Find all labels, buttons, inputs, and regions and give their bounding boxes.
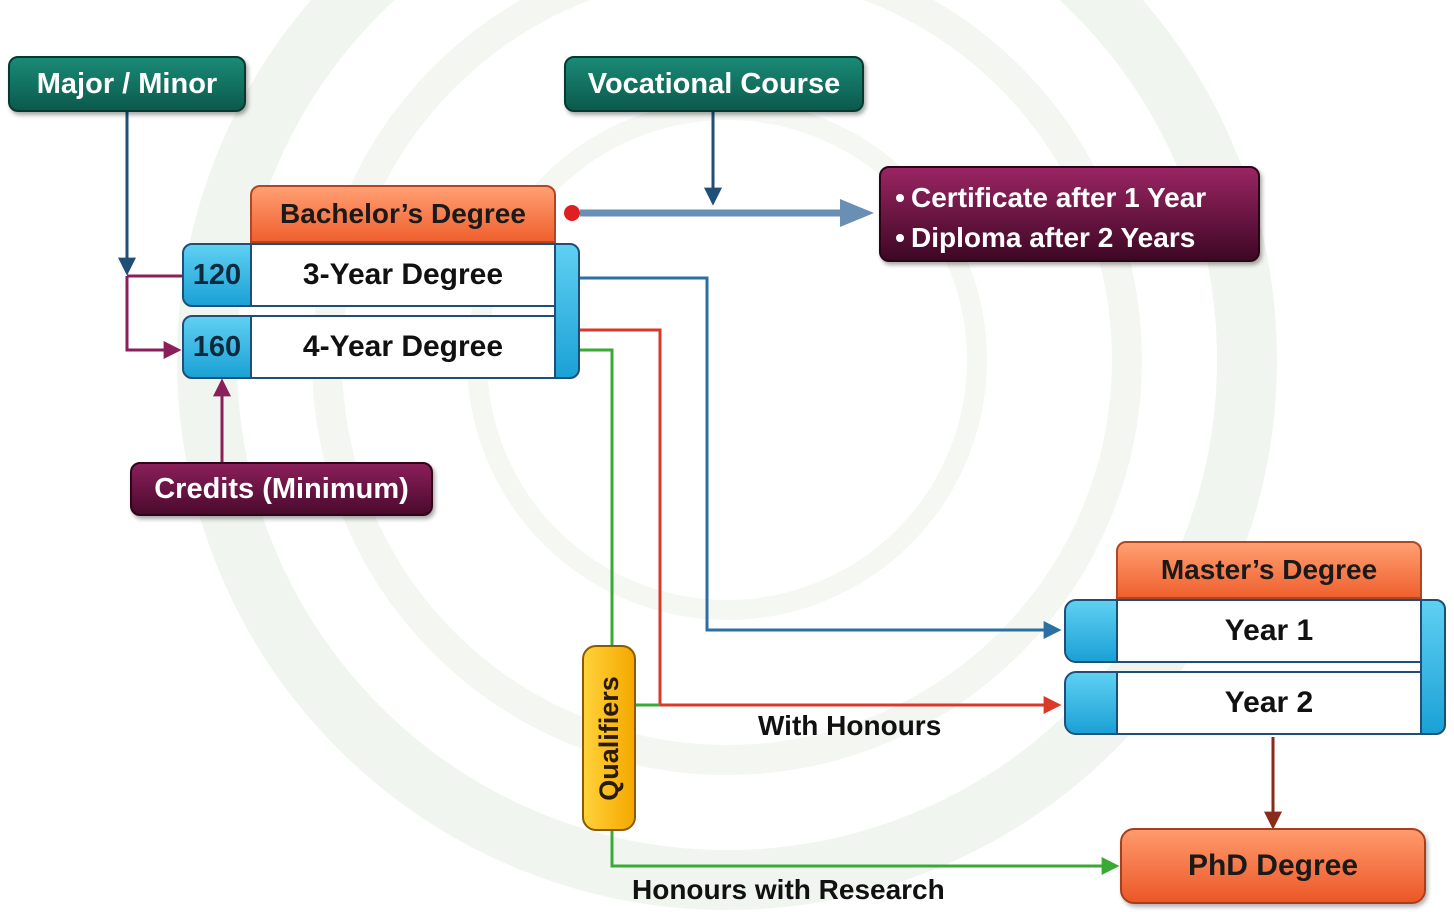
phd-degree-box: PhD Degree (1120, 828, 1426, 904)
diploma-item: •Diploma after 2 Years (889, 220, 1258, 260)
masters-side-cap (1420, 599, 1446, 735)
certificate-box: •Certificate after 1 Year •Diploma after… (879, 166, 1260, 262)
diploma-item-text: Diploma after 2 Years (911, 222, 1196, 253)
qualifiers-text: Qualifiers (593, 675, 624, 801)
research-connector (580, 348, 1120, 875)
bullet-icon: • (895, 182, 905, 213)
credits-120-text: 120 (192, 258, 242, 291)
vocational-course-label: Vocational Course (587, 67, 841, 100)
masters-year1-row: Year 1 (1116, 599, 1422, 663)
credits-160-cell: 160 (182, 315, 252, 379)
masters-title-text: Master’s Degree (1160, 554, 1378, 585)
certificate-arrowhead (840, 199, 874, 227)
three-year-degree-row: 3-Year Degree (250, 243, 556, 307)
credits-120-cell: 120 (182, 243, 252, 307)
honours-with-research-label: Honours with Research (632, 874, 945, 905)
certificate-item-text: Certificate after 1 Year (911, 182, 1207, 213)
major-minor-box: Major / Minor (8, 56, 246, 112)
bachelors-title-text: Bachelor’s Degree (280, 198, 526, 229)
masters-title: Master’s Degree (1116, 541, 1422, 599)
credit-160-connector (125, 276, 182, 359)
three-year-to-year1-connector (580, 276, 1062, 639)
credits-minimum-box: Credits (Minimum) (130, 462, 433, 516)
bachelors-title: Bachelor’s Degree (250, 185, 556, 243)
bachelors-side-cap (554, 243, 580, 379)
major-minor-label: Major / Minor (36, 67, 218, 100)
four-year-degree-text: 4-Year Degree (302, 330, 504, 363)
three-year-degree-text: 3-Year Degree (302, 258, 504, 291)
credits-160-text: 160 (192, 330, 242, 363)
phd-degree-text: PhD Degree (1187, 849, 1359, 882)
masters-year2-cap (1064, 671, 1118, 735)
qualifiers-box: Qualifiers (582, 645, 636, 831)
with-honours-label: With Honours (758, 710, 942, 741)
credits-minimum-text: Credits (Minimum) (154, 472, 409, 505)
vocational-course-box: Vocational Course (564, 56, 864, 112)
masters-year1-cap (1064, 599, 1118, 663)
bullet-icon: • (895, 222, 905, 253)
masters-year1-text: Year 1 (1224, 614, 1314, 647)
certificate-item: •Certificate after 1 Year (889, 180, 1258, 220)
masters-year2-row: Year 2 (1116, 671, 1422, 735)
bachelor-exit-dot (564, 205, 580, 221)
four-year-degree-row: 4-Year Degree (250, 315, 556, 379)
masters-year2-text: Year 2 (1224, 686, 1314, 719)
honours-connector (580, 328, 1062, 714)
